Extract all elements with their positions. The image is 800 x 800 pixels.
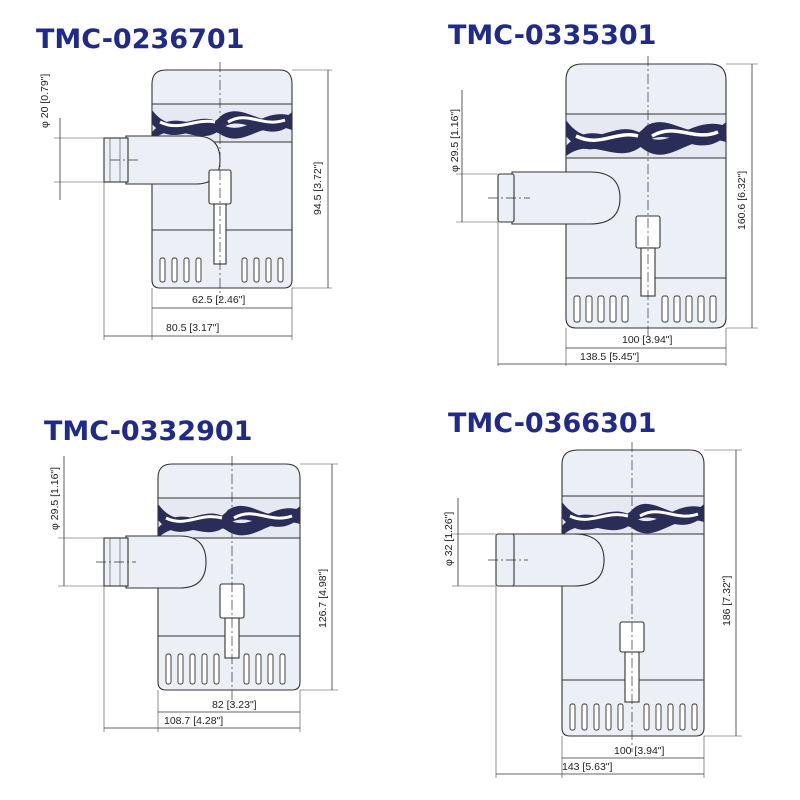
pump-drawing-3: TMC-0332901 φ 29.5 [1.16"] [44, 416, 338, 732]
pump-2-base-width: 100 [3.94"] [622, 334, 673, 346]
pump-1-model-title: TMC-0236701 [36, 24, 244, 55]
pump-4-base-width: 100 [3.94"] [614, 745, 665, 757]
pump-drawing-2: TMC-0335301 φ 29.5 [1.16"] [448, 20, 758, 366]
pump-3-outlet-diameter: φ 29.5 [1.16"] [49, 467, 61, 530]
pump-1-height: 94.5 [3.72"] [312, 162, 324, 215]
pump-4-model-title: TMC-0366301 [448, 408, 656, 439]
pump-1-outlet-diameter: φ 20 [0.79"] [39, 74, 51, 128]
pump-4-overall-width: 143 [5.63"] [562, 761, 613, 773]
pump-3-base-width: 82 [3.23"] [212, 699, 257, 711]
pump-2-overall-width: 138.5 [5.45"] [580, 351, 639, 363]
pump-2-outlet-diameter: φ 29.5 [1.16"] [449, 109, 461, 172]
pump-4-height: 186 [7.32"] [721, 575, 733, 626]
pump-drawing-4: TMC-0366301 φ 32 [1.26"] [443, 408, 742, 778]
pump-3-model-title: TMC-0332901 [44, 416, 252, 447]
pump-2-height: 160.6 [6.32"] [736, 171, 748, 230]
pump-2-model-title: TMC-0335301 [448, 20, 656, 51]
pump-1-base-width: 62.5 [2.46"] [192, 294, 245, 306]
pump-3-overall-width: 108.7 [4.28"] [164, 715, 223, 727]
pump-3-height: 126.7 [4.98"] [317, 569, 329, 628]
pump-drawing-1: TMC-0236701 φ 20 [0.79"] [36, 24, 332, 340]
pump-1-overall-width: 80.5 [3.17"] [166, 322, 219, 334]
pump-4-outlet-diameter: φ 32 [1.26"] [443, 512, 455, 566]
